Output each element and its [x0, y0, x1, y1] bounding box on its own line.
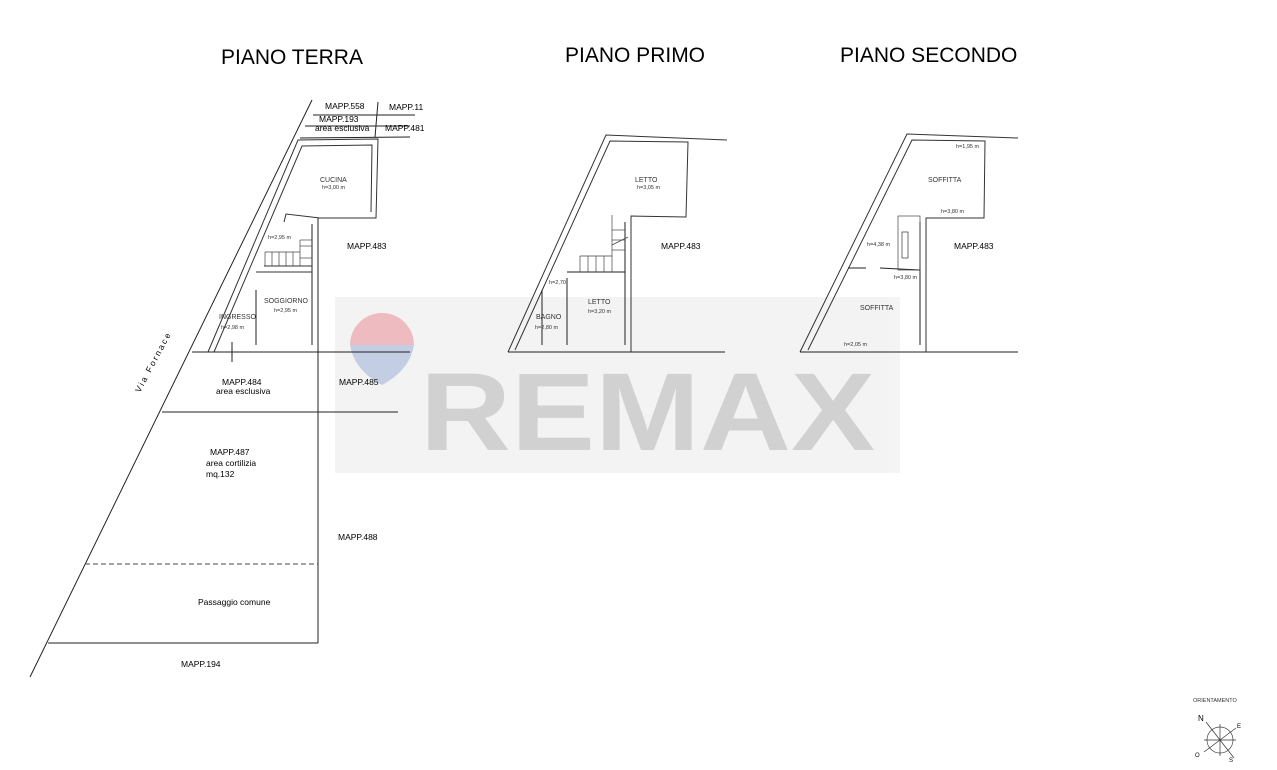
compass-rose-icon: ORIENTAMENTO N E S O — [1193, 698, 1241, 764]
room-height: h=1,95 m — [956, 144, 980, 150]
parcel-label: MAPP.193 — [319, 114, 359, 124]
parcel-label: MAPP.481 — [385, 123, 425, 133]
room-kitchen: CUCINA — [320, 177, 347, 184]
room-height: h=3,20 m — [588, 309, 612, 315]
svg-text:REMAX: REMAX — [420, 351, 875, 474]
room-height: h=3,00 m — [322, 185, 346, 191]
room-attic: SOFFITTA — [928, 177, 962, 184]
parcel-area: mq.132 — [206, 469, 235, 479]
room-bedroom: LETTO — [588, 299, 611, 306]
parcel-note: area esclusiva — [315, 123, 370, 133]
room-height: h=2,95 m — [274, 308, 298, 314]
parcel-label: MAPP.194 — [181, 659, 221, 669]
parcel-label: MAPP.483 — [661, 241, 701, 251]
room-height: h=2,80 m — [535, 325, 559, 331]
compass-n: N — [1198, 714, 1204, 723]
parcel-note: area esclusiva — [216, 386, 271, 396]
title-piano-primo: PIANO PRIMO — [565, 44, 705, 67]
compass-e: E — [1237, 724, 1241, 730]
parcel-label: MAPP.483 — [954, 241, 994, 251]
room-attic: SOFFITTA — [860, 305, 894, 312]
parcel-label: MAPP.11 — [389, 102, 423, 112]
room-height: h=2,98 m — [221, 325, 245, 331]
room-height: h=3,05 m — [637, 185, 661, 191]
first-floor-plan — [507, 134, 728, 353]
parcel-label: MAPP.483 — [347, 241, 387, 251]
room-height: h=4,38 m — [867, 242, 891, 248]
ground-floor-plan — [29, 99, 415, 678]
room-height: h=2,95 m — [268, 235, 292, 241]
second-floor-plan — [799, 133, 1019, 353]
room-bedroom: LETTO — [635, 177, 658, 184]
shared-passage-label: Passaggio comune — [198, 597, 271, 607]
room-living: SOGGIORNO — [264, 298, 309, 305]
compass-s: S — [1229, 758, 1233, 764]
title-piano-terra: PIANO TERRA — [221, 46, 363, 69]
parcel-note: area cortilizia — [206, 458, 256, 468]
parcel-label: MAPP.485 — [339, 377, 379, 387]
room-entrance: INGRESSO — [219, 314, 257, 321]
remax-watermark: REMAX — [335, 297, 900, 474]
parcel-label: MAPP.487 — [210, 447, 250, 457]
room-height: h=3,80 m — [894, 275, 918, 281]
parcel-label: MAPP.558 — [325, 101, 365, 111]
room-height: h=2,05 m — [844, 342, 868, 348]
room-height: h=3,80 m — [941, 209, 965, 215]
room-bathroom: BAGNO — [536, 314, 562, 321]
compass-o: O — [1195, 753, 1200, 759]
title-piano-secondo: PIANO SECONDO — [840, 44, 1017, 67]
parcel-label: MAPP.488 — [338, 532, 378, 542]
street-label: Via Fornace — [133, 329, 174, 393]
compass-label: ORIENTAMENTO — [1193, 698, 1238, 704]
parcel-label: MAPP.484 — [222, 377, 262, 387]
room-height: h=2,70 — [549, 280, 566, 286]
